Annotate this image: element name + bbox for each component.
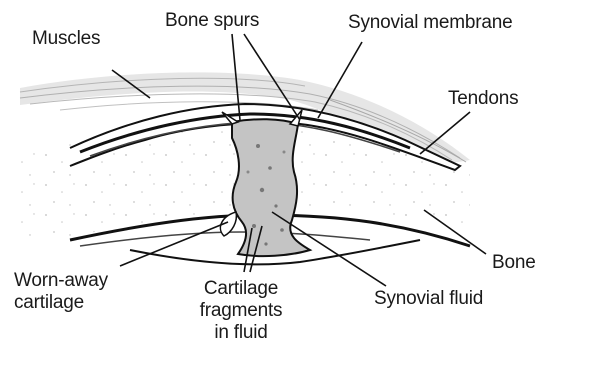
label-bone: Bone	[492, 252, 536, 274]
label-worn-away-line-2: cartilage	[14, 292, 108, 314]
label-cartilage-fragments: Cartilage fragments in fluid	[186, 278, 296, 344]
label-cartilage-line-1: Cartilage	[186, 278, 296, 300]
label-muscles: Muscles	[32, 28, 100, 50]
label-cartilage-line-3: in fluid	[186, 322, 296, 344]
label-synovial-fluid: Synovial fluid	[374, 288, 483, 310]
label-synovial-membrane: Synovial membrane	[348, 12, 513, 34]
label-worn-away-cartilage: Worn-away cartilage	[14, 270, 108, 314]
label-worn-away-line-1: Worn-away	[14, 270, 108, 292]
label-tendons: Tendons	[448, 88, 518, 110]
label-cartilage-line-2: fragments	[186, 300, 296, 322]
label-bone-spurs: Bone spurs	[165, 10, 259, 32]
